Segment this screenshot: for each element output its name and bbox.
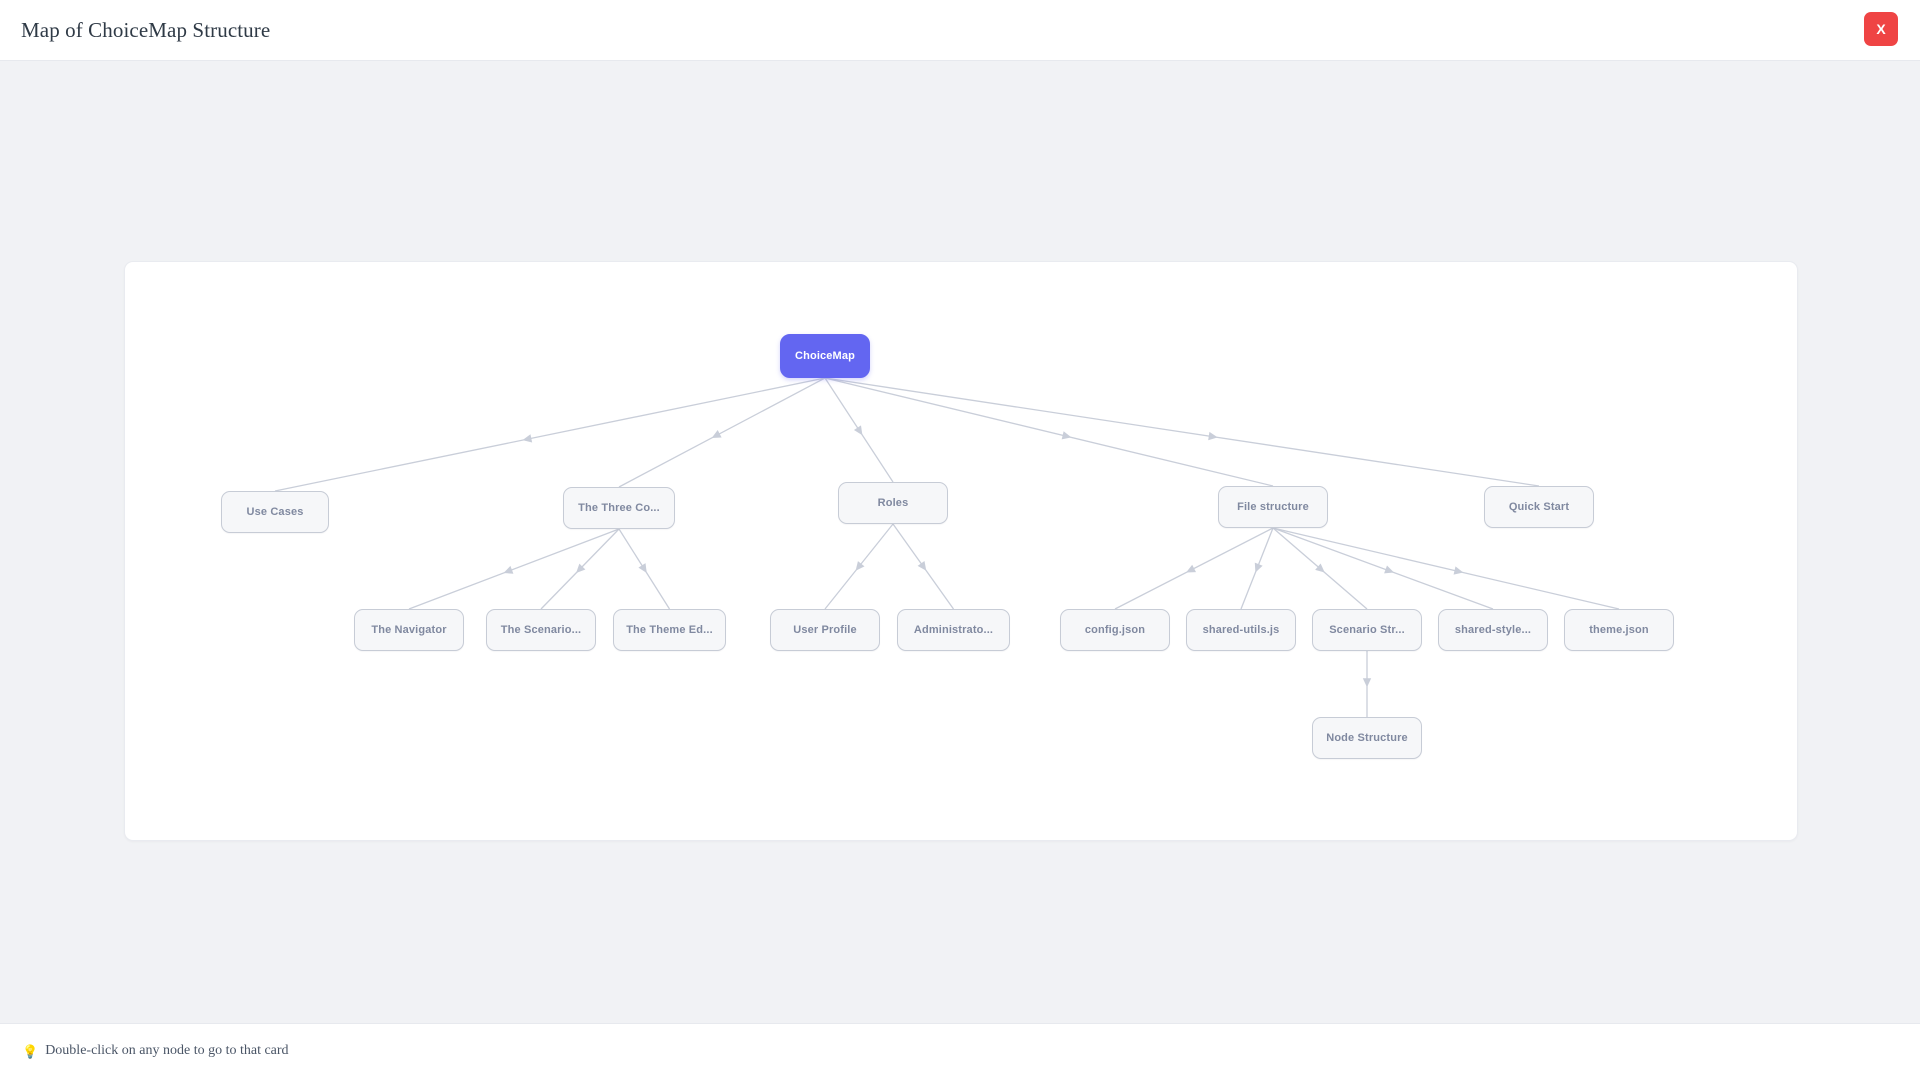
graph-edge-arrow-icon [1186, 564, 1197, 573]
graph-node-label: config.json [1084, 624, 1146, 636]
graph-node-roles[interactable]: Roles [838, 482, 948, 524]
graph-edge-arrow-icon [638, 563, 647, 573]
graph-node-scenario-ed[interactable]: The Scenario... [486, 609, 596, 651]
graph-node-use-cases[interactable]: Use Cases [221, 491, 329, 533]
graph-edge [1272, 527, 1494, 610]
window-footer: 💡 Double-click on any node to go to that… [0, 1023, 1920, 1080]
graph-node-label: ChoiceMap [794, 350, 856, 362]
graph-node-three-co[interactable]: The Three Co... [563, 487, 675, 529]
graph-edge-arrow-icon [855, 561, 865, 571]
graph-edge [408, 528, 620, 610]
graph-node-label: File structure [1237, 501, 1309, 513]
graph-edge [1272, 527, 1368, 610]
graph-edge-arrow-icon [1254, 562, 1263, 573]
graph-node-label: Administrato... [913, 624, 994, 636]
close-icon[interactable]: X [1864, 12, 1898, 46]
graph-edge-arrow-icon [1362, 678, 1372, 688]
graph-edge-arrow-icon [917, 560, 927, 571]
graph-edge-arrow-icon [1453, 566, 1464, 575]
graph-node-label: Quick Start [1508, 501, 1570, 513]
graph-node-user-profile[interactable]: User Profile [770, 609, 880, 651]
graph-node-label: theme.json [1589, 624, 1649, 636]
graph-node-shared-style[interactable]: shared-style... [1438, 609, 1548, 651]
graph-edge [892, 523, 955, 610]
graph-edge-arrow-icon [1384, 565, 1394, 574]
graph-node-label: The Theme Ed... [626, 624, 713, 636]
graph-edge [618, 377, 826, 488]
graph-node-scenario-str[interactable]: Scenario Str... [1312, 609, 1422, 651]
window-header: Map of ChoiceMap Structure X [0, 0, 1920, 61]
graph-node-navigator[interactable]: The Navigator [354, 609, 464, 651]
hint-label: Double-click on any node to go to that c… [45, 1043, 289, 1058]
graph-node-label: Node Structure [1326, 732, 1408, 744]
page-title: Map of ChoiceMap Structure [21, 18, 271, 42]
graph-edge [824, 523, 894, 610]
graph-edge [540, 528, 620, 610]
graph-edge-arrow-icon [1208, 431, 1218, 441]
graph-node-label: The Three Co... [578, 502, 660, 514]
graph-node-administrator[interactable]: Administrato... [897, 609, 1010, 651]
graph-node-label: Use Cases [246, 506, 304, 518]
graph-edge [1114, 527, 1274, 610]
graph-edge [824, 377, 1540, 487]
graph-edge [824, 377, 1274, 487]
graph-node-label: shared-utils.js [1202, 624, 1280, 636]
graph-edge-arrow-icon [522, 434, 533, 443]
graph-edge [1272, 527, 1620, 610]
graph-edge-arrow-icon [711, 430, 722, 438]
graph-node-label: User Profile [793, 624, 857, 636]
graph-node-node-structure[interactable]: Node Structure [1312, 717, 1422, 759]
graph-edges [274, 377, 1620, 717]
graph-node-shared-utils[interactable]: shared-utils.js [1186, 609, 1296, 651]
graph-node-label: Scenario Str... [1329, 624, 1405, 636]
graph-node-label: Roles [877, 497, 909, 509]
graph-node-config-json[interactable]: config.json [1060, 609, 1170, 651]
hint-text: 💡 Double-click on any node to go to that… [22, 1043, 289, 1059]
graph-edge [618, 528, 671, 610]
graph-node-choicemap[interactable]: ChoiceMap [780, 334, 870, 378]
graph-edge [1240, 527, 1274, 610]
graph-edge-arrow-icon [576, 563, 586, 573]
graph-node-theme-ed[interactable]: The Theme Ed... [613, 609, 726, 651]
graph-node-theme-json[interactable]: theme.json [1564, 609, 1674, 651]
graph-node-file-structure[interactable]: File structure [1218, 486, 1328, 528]
graph-node-label: shared-style... [1454, 624, 1532, 636]
graph-edge [824, 377, 894, 483]
graph-edge-arrow-icon [503, 565, 514, 574]
lightbulb-icon: 💡 [22, 1043, 39, 1059]
graph-edge [274, 377, 826, 492]
graph-node-label: The Navigator [371, 624, 447, 636]
graph-edge-arrow-icon [1061, 431, 1072, 440]
graph-edge-arrow-icon [1315, 563, 1325, 573]
graph-edge-arrow-icon [853, 425, 863, 436]
graph-node-quick-start[interactable]: Quick Start [1484, 486, 1594, 528]
graph-node-label: The Scenario... [500, 624, 582, 636]
